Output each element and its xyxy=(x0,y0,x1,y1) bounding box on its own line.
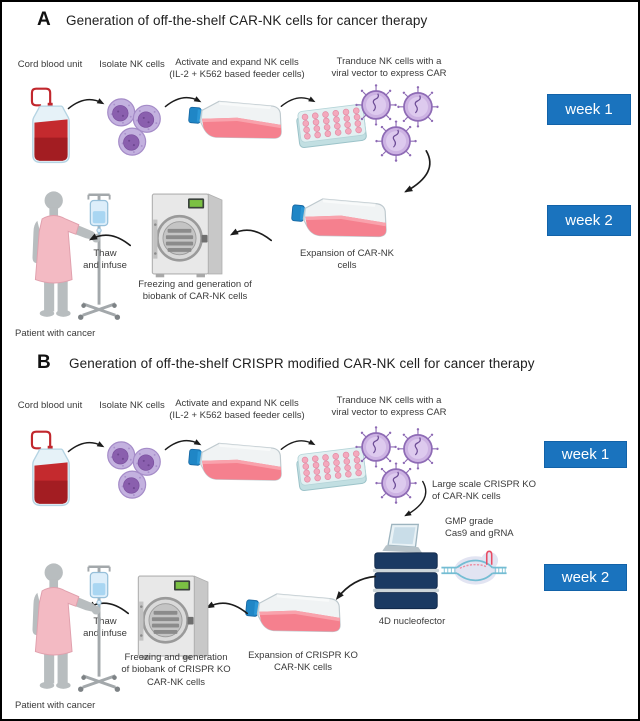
arrow-virus-to-nucleofector-icon xyxy=(398,479,432,521)
crispr-cas9-complex-icon xyxy=(440,548,508,590)
label-activate-expand: Activate and expand NK cells (IL-2 + K56… xyxy=(169,57,305,81)
label-isolate-nk: Isolate NK cells xyxy=(99,400,165,411)
patient-with-iv-icon xyxy=(24,560,122,695)
label-expansion-car-nk: Expansion of CAR-NK cells xyxy=(300,248,394,272)
label-transduce: Tranduce NK cells with a viral vector to… xyxy=(331,56,447,80)
week2-badge: week 2 xyxy=(547,205,631,236)
panel-b-title: Generation of off-the-shelf CRISPR modif… xyxy=(69,356,535,371)
label-transduce: Tranduce NK cells with a viral vector to… xyxy=(331,395,447,419)
label-expansion-crispr-ko: Expansion of CRISPR KO CAR-NK cells xyxy=(248,650,358,674)
label-large-scale-crispr-ko: Large scale CRISPR KO of CAR-NK cells xyxy=(432,479,537,503)
week1-badge: week 1 xyxy=(544,441,627,468)
label-cord-blood: Cord blood unit xyxy=(17,59,83,70)
panel-a-letter: A xyxy=(37,9,51,30)
nk-cells-icon xyxy=(103,438,165,502)
label-thaw-infuse: Thaw and infuse xyxy=(83,248,127,272)
week1-badge: week 1 xyxy=(547,94,631,125)
label-freezing-biobank-crispr: Freezing and generation of biobank of CR… xyxy=(121,652,231,688)
label-4d-nucleofector: 4D nucleofector xyxy=(378,616,446,627)
label-thaw-infuse: Thaw and infuse xyxy=(83,616,127,640)
label-patient: Patient with cancer xyxy=(15,700,96,711)
label-cord-blood: Cord blood unit xyxy=(17,400,83,411)
label-gmp-cas9-grna: GMP grade Cas9 and gRNA xyxy=(445,516,514,540)
panel-b-letter: B xyxy=(37,352,51,373)
arrow-bag-to-cells-icon xyxy=(66,436,106,456)
label-isolate-nk: Isolate NK cells xyxy=(99,59,165,70)
culture-flask-icon xyxy=(188,436,286,490)
label-activate-expand: Activate and expand NK cells (IL-2 + K56… xyxy=(169,398,305,422)
expansion-flask-icon xyxy=(245,586,345,642)
nucleofector-icon xyxy=(371,522,441,612)
label-freezing-biobank: Freezing and generation of biobank of CA… xyxy=(138,279,252,303)
freeze-dryer-icon xyxy=(134,571,214,661)
week2-badge: week 2 xyxy=(544,564,627,591)
panel-a-title: Generation of off-the-shelf CAR-NK cells… xyxy=(66,13,428,28)
label-patient: Patient with cancer xyxy=(15,328,96,339)
